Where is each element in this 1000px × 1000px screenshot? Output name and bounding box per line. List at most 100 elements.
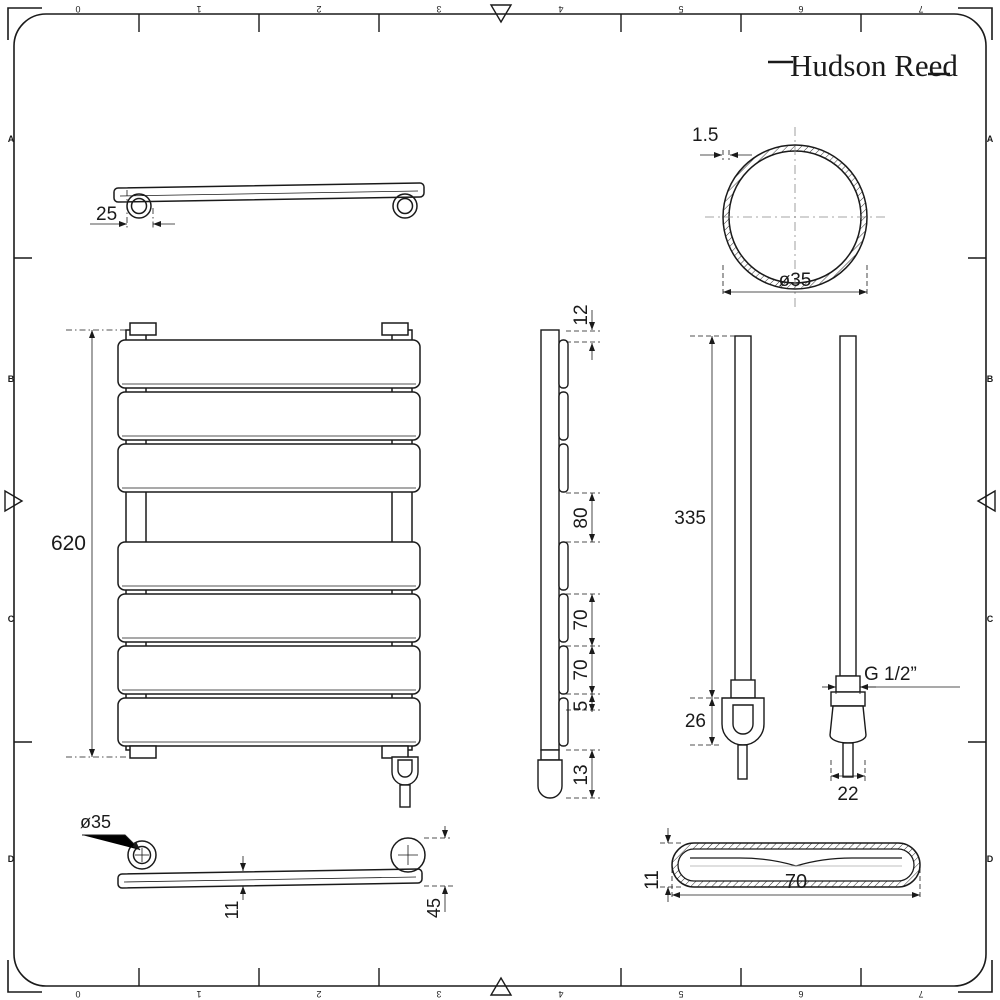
- bottom-boss-left: [127, 840, 157, 870]
- ruler-bottom: [138, 968, 862, 986]
- dim-label-g-half: G 1/2”: [864, 664, 917, 685]
- rail-6: [117, 645, 421, 695]
- side-rail-3: [558, 443, 569, 493]
- rail-5: [117, 593, 421, 643]
- dim-26: [690, 698, 722, 746]
- dim-25: [90, 190, 175, 228]
- ruler-top-label-6: 6: [798, 4, 803, 14]
- dim-label-70a: 70: [571, 609, 592, 630]
- element-body-right: [829, 705, 867, 744]
- ruler-bottom-label-3: 3: [436, 989, 441, 999]
- zone-label-right-d: D: [987, 854, 994, 864]
- dim-label-dia35-top: ø35: [779, 270, 812, 291]
- element-rod-left: [734, 335, 752, 689]
- element-cable-right: [842, 742, 854, 778]
- side-rail-1: [558, 339, 569, 389]
- ruler-right: [968, 257, 986, 743]
- rail-1: [117, 339, 421, 389]
- corner-marks: [7, 7, 993, 993]
- dim-label-1-5: 1.5: [692, 125, 718, 146]
- bracket-top-left: [129, 322, 157, 336]
- ruler-bottom-label-0: 0: [75, 989, 80, 999]
- dim-22: [830, 760, 866, 782]
- dim-label-80: 80: [571, 507, 592, 528]
- dim-label-70-rail: 70: [785, 871, 807, 893]
- bracket-bottom-right: [381, 745, 409, 759]
- ruler-bottom-labels: 0 1 2 3 4 5 6 7: [75, 989, 923, 999]
- dim-label-13: 13: [571, 764, 592, 785]
- ruler-top-label-3: 3: [436, 4, 441, 14]
- side-rail-5: [558, 593, 569, 643]
- dim-label-dia35-bottom: ø35: [80, 812, 111, 832]
- dim-label-335: 335: [674, 508, 706, 529]
- element-view-left: [721, 335, 765, 780]
- dim-label-45: 45: [424, 898, 444, 918]
- side-view: [537, 329, 569, 799]
- ruler-top-label-5: 5: [678, 4, 683, 14]
- dim-label-25: 25: [96, 204, 117, 225]
- zone-label-left-a: A: [8, 134, 15, 144]
- element-rod-right: [839, 335, 857, 677]
- center-marker-top-icon: [489, 4, 513, 24]
- dim-label-11-bottom: 11: [222, 901, 242, 920]
- center-marker-bottom-icon: [489, 976, 513, 996]
- ruler-bottom-label-5: 5: [678, 989, 683, 999]
- element-collar-right: [835, 675, 861, 693]
- ruler-top-labels: 0 1 2 3 4 5 6 7: [75, 4, 923, 14]
- element-nut-right: [830, 691, 866, 707]
- rail-7: [117, 697, 421, 747]
- dim-1-5: [700, 150, 752, 160]
- side-element: [537, 759, 563, 799]
- zone-label-left-d: D: [8, 854, 15, 864]
- dim-label-70b: 70: [571, 659, 592, 680]
- bottom-view: [117, 837, 426, 889]
- ruler-bottom-label-7: 7: [918, 989, 923, 999]
- dim-45: [424, 826, 456, 912]
- zone-label-right-c: C: [987, 614, 994, 624]
- center-marker-right-icon: [976, 489, 996, 513]
- bottom-boss-right: [390, 837, 426, 873]
- dim-335: [690, 335, 738, 699]
- side-dims: [566, 310, 600, 799]
- rail-2: [117, 391, 421, 441]
- rail-section-inner: [677, 848, 915, 882]
- ruler-right-labels: A B C D: [987, 134, 994, 864]
- ruler-top-label-2: 2: [316, 4, 321, 14]
- dim-label-11-rail: 11: [642, 870, 663, 890]
- ruler-bottom-label-6: 6: [798, 989, 803, 999]
- rail-4: [117, 541, 421, 591]
- brand-logo-text: Hudson Reed: [790, 48, 958, 83]
- ruler-bottom-label-1: 1: [196, 989, 201, 999]
- zone-label-right-a: A: [987, 134, 994, 144]
- tube-section-view: [705, 127, 885, 307]
- dim-70-rail: [671, 868, 921, 900]
- dim-label-12: 12: [571, 304, 592, 325]
- side-manifold: [540, 329, 560, 751]
- dim-label-26: 26: [685, 711, 706, 732]
- side-rail-7: [558, 697, 569, 747]
- side-rail-2: [558, 391, 569, 441]
- side-rail-6: [558, 645, 569, 695]
- element-cable-left: [737, 744, 748, 780]
- dim-620: [66, 329, 128, 758]
- rail-section-view: [671, 842, 921, 888]
- ruler-top-label-1: 1: [196, 4, 201, 14]
- drawing-frame: [13, 13, 987, 987]
- ruler-top-label-7: 7: [918, 4, 923, 14]
- ruler-top: [138, 14, 862, 32]
- dim-dia35-bottom: [82, 834, 141, 851]
- dim-label-22: 22: [837, 784, 858, 805]
- bracket-top-right: [381, 322, 409, 336]
- zone-label-left-c: C: [8, 614, 15, 624]
- dim-dia35-top: [722, 265, 868, 296]
- front-element-connector: [391, 756, 419, 808]
- zone-label-right-b: B: [987, 374, 994, 384]
- bracket-bottom-left: [129, 745, 157, 759]
- center-marker-left-icon: [4, 489, 24, 513]
- ruler-top-label-0: 0: [75, 4, 80, 14]
- element-slot-left: [732, 704, 754, 735]
- dim-label-5: 5: [571, 701, 592, 712]
- element-collar-left: [730, 679, 756, 699]
